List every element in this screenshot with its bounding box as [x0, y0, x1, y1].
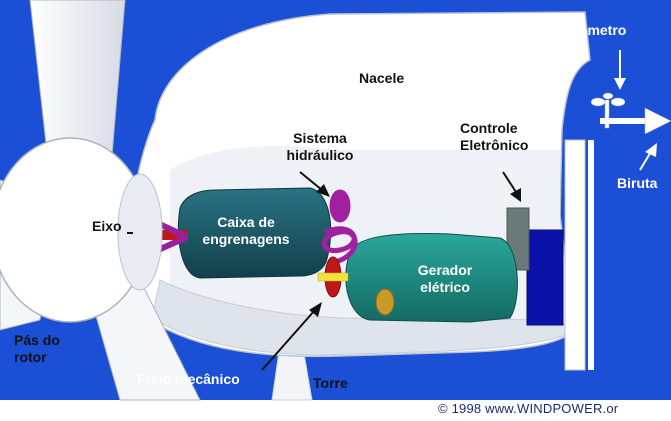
label-caixa-line2: engrenagens	[190, 231, 302, 248]
label-controle-eletronico: Controle Eletrônico	[460, 120, 528, 154]
label-nacele: Nacele	[359, 70, 404, 87]
copyright-notice: © 1998 www.WINDPOWER.or	[438, 401, 618, 416]
label-caixa-line1: Caixa de	[190, 214, 302, 231]
label-sistema-line1: Sistema	[280, 130, 360, 147]
label-biruta: Biruta	[617, 175, 657, 192]
label-gerador-line2: elétrico	[400, 279, 490, 296]
label-gerador-line1: Gerador	[400, 262, 490, 279]
rear-panel	[588, 140, 594, 370]
control-panel	[527, 230, 563, 325]
label-freio-mecanico: Freio mecânico	[137, 371, 240, 388]
label-torre: Torre	[313, 375, 348, 392]
label-eixo: Eixo	[92, 218, 122, 235]
label-sistema-line2: hidráulico	[280, 147, 360, 164]
label-pas-line2: rotor	[14, 349, 60, 366]
label-controle-line1: Controle	[460, 120, 528, 137]
label-caixa-engrenagens: Caixa de engrenagens	[190, 214, 302, 248]
hub-opening	[118, 174, 162, 290]
label-controle-line2: Eletrônico	[460, 137, 528, 154]
brake-coupling	[318, 273, 348, 281]
label-anemometro: Anemômetro	[540, 22, 626, 39]
generator-coupling	[376, 289, 394, 315]
label-sistema-hidraulico: Sistema hidráulico	[280, 130, 360, 164]
label-pas-rotor: Pás do rotor	[14, 332, 60, 366]
label-gerador-eletrico: Gerador elétrico	[400, 262, 490, 296]
tail-frame	[565, 140, 585, 370]
label-pas-line1: Pás do	[14, 332, 60, 349]
